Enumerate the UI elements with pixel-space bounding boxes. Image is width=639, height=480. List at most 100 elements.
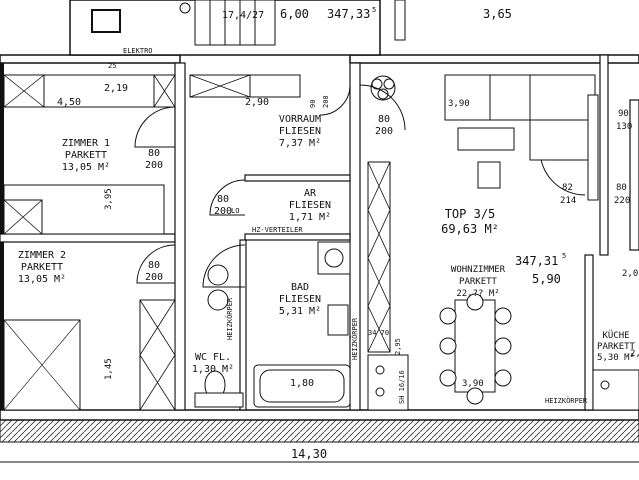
right-top-box: [394, 0, 406, 41]
label-heizkoerper-bad: HEIZKÖRPER: [350, 317, 359, 360]
door-arc: [134, 106, 176, 148]
dim: 2,: [630, 349, 639, 359]
dim: 2,0: [622, 269, 638, 279]
door-width: 80: [148, 260, 160, 271]
dim: 6,00: [280, 7, 309, 21]
room-area-wc: 1,30 M²: [192, 364, 234, 375]
wall-zimmer1-bottom: [0, 233, 176, 243]
room-floor-zimmer2: PARKETT: [21, 262, 63, 273]
room-floor-kueche: PARKETT: [597, 342, 636, 352]
outer-wall-bottom: [0, 409, 639, 421]
dim: 4,50: [57, 97, 81, 108]
vorraum-wardrobe: [249, 74, 301, 98]
top-wall-right: [349, 54, 639, 64]
dim: 3,90: [448, 99, 470, 109]
room-area-kueche: 5,30 M²: [597, 353, 635, 363]
wall-right-outer: [599, 54, 609, 256]
door-width: 80: [148, 148, 160, 159]
wall-right-edge: [629, 99, 639, 251]
door-arc: [359, 84, 406, 131]
room-area-zimmer2: 13,05 M²: [18, 274, 66, 285]
apartment-area: 69,63 M²: [441, 222, 499, 236]
wall-kitchen: [584, 254, 594, 411]
door-height: 200: [145, 160, 163, 171]
dim: 3,90: [462, 379, 484, 389]
dim: 17,4/27: [222, 10, 264, 21]
dim: 82: [562, 183, 573, 193]
room-floor-bad: FLIESEN: [279, 294, 321, 305]
dim-sup: 5: [372, 6, 376, 14]
dim: 2,90: [245, 97, 269, 108]
room-floor-vorraum: FLIESEN: [279, 126, 321, 137]
room-area-bad: 5,31 M²: [279, 306, 321, 317]
room-name-vorraum: VORRAUM: [279, 114, 321, 125]
room-name-bad: BAD: [291, 282, 309, 293]
top-stair-inner: [194, 0, 276, 46]
wall-wc-bad: [239, 239, 247, 411]
room-floor-wohnzimmer: PARKETT: [459, 277, 498, 287]
wc-cistern: [194, 392, 244, 408]
door-height: 200: [322, 95, 330, 108]
label-heizkoerper-wc: HEIZKÖRPER: [225, 297, 234, 340]
wall-ar-top: [244, 174, 351, 182]
door-arc: [319, 84, 351, 116]
dim: 1,45: [104, 358, 114, 380]
stair-marker: [179, 2, 191, 14]
shower-tray: [317, 241, 351, 275]
level: 5,90: [532, 272, 561, 286]
dim: 34 70: [368, 329, 389, 337]
dim: 2,95: [394, 338, 402, 355]
label-hz-verteiler: HZ-VERTEILER: [252, 226, 303, 234]
door-height: 200: [214, 206, 232, 217]
sofa: [444, 74, 596, 161]
dim: 214: [560, 196, 576, 206]
level: 347,31: [515, 254, 558, 268]
wall-ar-bottom: [244, 233, 351, 241]
tv-unit: [477, 161, 501, 189]
apartment-name: TOP 3/5: [445, 207, 496, 221]
room-floor-ar: FLIESEN: [289, 200, 331, 211]
room-area-zimmer1: 13,05 M²: [62, 162, 110, 173]
dim: 2,19: [104, 83, 128, 94]
room-area-wohnzimmer: 22,?? M²: [456, 289, 499, 299]
room-area-vorraum: 7,37 M²: [279, 138, 321, 149]
room-name-wc: WC FL.: [195, 352, 231, 363]
dim: 1,80: [290, 378, 314, 389]
core-column: [367, 161, 391, 353]
room-area-ar: 1,71 M²: [289, 212, 331, 223]
dim-total: 14,30: [291, 447, 327, 461]
door-arc: [209, 179, 246, 216]
dim: 3,65: [483, 7, 512, 21]
wall-rooms-corridor: [174, 62, 186, 411]
level-sup: 5: [562, 252, 566, 260]
washbasin: [327, 304, 349, 336]
kitchen-counter: [592, 369, 639, 411]
dim: 347,33: [327, 7, 370, 21]
dim: 90: [618, 109, 629, 119]
dining-table: [454, 299, 496, 393]
dim: 80: [616, 183, 627, 193]
door-arc: [202, 244, 246, 288]
door-height: 200: [375, 126, 393, 137]
door-arc: [136, 244, 176, 284]
room-name-zimmer1: ZIMMER 1: [62, 138, 110, 149]
door-width: 80: [378, 114, 390, 125]
room-name-zimmer2: ZIMMER 2: [18, 250, 66, 261]
wardrobe: [139, 299, 176, 411]
column: [91, 9, 121, 33]
dim: 130: [616, 122, 632, 132]
door-width: 80: [217, 194, 229, 205]
dim: 3,95: [104, 188, 114, 210]
bathtub: [253, 364, 351, 408]
label-heizkoerper-living: HEIZKÖRPER: [545, 396, 588, 405]
radiator: [587, 94, 599, 201]
shaft-box: [367, 354, 409, 411]
dim: 220: [614, 196, 630, 206]
ground-hatch: [0, 419, 639, 443]
plant: [370, 75, 396, 101]
label-lo: LO: [231, 207, 239, 215]
room-name-ar: AR: [304, 188, 317, 199]
coffee-table: [457, 127, 515, 151]
dim: 25: [108, 62, 116, 70]
